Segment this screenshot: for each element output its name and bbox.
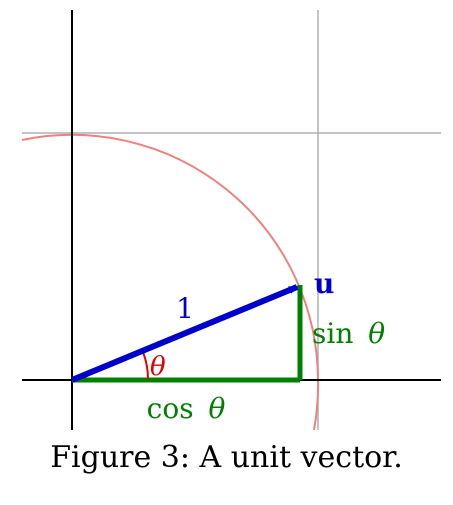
cos-function-name: cos	[147, 392, 194, 425]
sin-theta-label: sin θ	[312, 317, 385, 350]
unit-circle-arc	[21, 133, 320, 431]
cos-theta-symbol: θ	[208, 392, 225, 425]
figure-caption: Figure 3: A unit vector.	[50, 440, 403, 475]
unit-vector-arrow	[70, 284, 299, 383]
sin-theta-symbol: θ	[368, 317, 385, 350]
vector-label: u	[314, 267, 334, 300]
diagram-canvas: 1 u θ sin θ cos θ	[21, 10, 441, 431]
cos-theta-label: cos θ	[147, 392, 226, 425]
angle-arc	[142, 351, 150, 381]
sin-function-name: sin	[312, 317, 353, 350]
hypotenuse-label: 1	[176, 292, 194, 325]
angle-label: θ	[150, 352, 166, 382]
